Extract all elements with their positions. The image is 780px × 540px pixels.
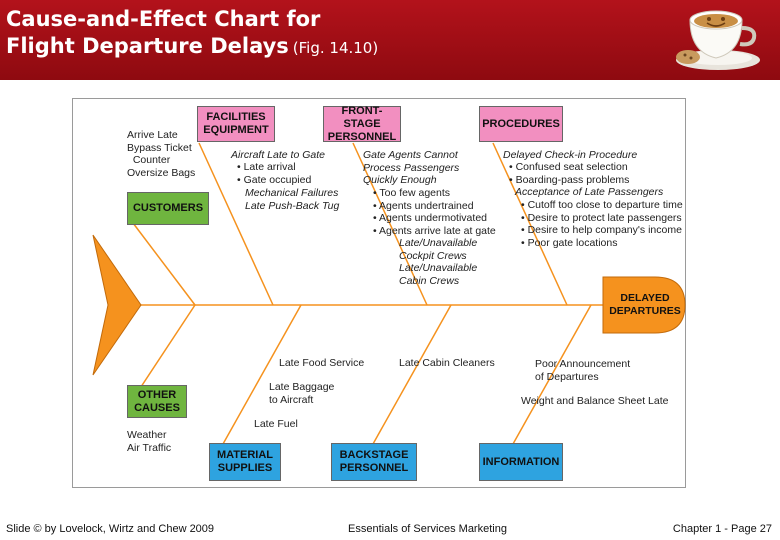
causes-customers: Arrive Late Bypass Ticket Counter Oversi… — [127, 129, 196, 179]
category-information: INFORMATION — [479, 443, 563, 481]
bone-backstage — [372, 304, 452, 445]
fishbone-skeleton — [92, 142, 686, 445]
category-other-causes: OTHER CAUSES — [127, 385, 187, 418]
cause-late-fuel: Late Fuel — [254, 418, 298, 430]
cause-late-cabin-cleaners: Late Cabin Cleaners — [399, 357, 495, 369]
category-customers: CUSTOMERS — [127, 192, 209, 225]
causes-late-passengers-items: • Cutoff too close to departure time • D… — [521, 199, 683, 249]
fish-head-shape — [602, 276, 686, 334]
cause-gate-agents: Gate Agents Cannot Process Passengers Qu… — [363, 149, 460, 186]
bone-material — [222, 304, 302, 445]
footer-course-title: Essentials of Services Marketing — [348, 523, 507, 535]
title-line-2: Flight Departure Delays — [6, 34, 289, 58]
effect-delayed-departures: DELAYED DEPARTURES — [609, 292, 681, 317]
cause-late-baggage: Late Baggage to Aircraft — [269, 381, 335, 406]
cause-poor-announcement: Poor Announcement of Departures — [535, 358, 631, 383]
bone-information — [512, 304, 592, 445]
footer-page-number: Chapter 1 - Page 27 — [672, 523, 772, 535]
category-material-supplies: MATERIAL SUPPLIES — [209, 443, 281, 481]
cause-late-passengers: Acceptance of Late Passengers — [515, 186, 664, 198]
slide-title: Cause-and-Effect Chart for Flight Depart… — [6, 6, 378, 62]
cause-aircraft-late: Aircraft Late to Gate — [231, 149, 325, 161]
cause-weight-balance-sheet: Weight and Balance Sheet Late — [521, 395, 669, 407]
causes-other: Weather Air Traffic — [127, 429, 172, 454]
cause-late-food-service: Late Food Service — [279, 357, 365, 369]
title-line-1: Cause-and-Effect Chart for — [6, 7, 321, 31]
category-facilities-equipment: FACILITIES EQUIPMENT — [197, 106, 275, 142]
bone-facilities — [198, 142, 274, 306]
title-bar: Cause-and-Effect Chart for Flight Depart… — [0, 0, 780, 80]
category-procedures: PROCEDURES — [479, 106, 563, 142]
causes-gate-agents-items: • Too few agents • Agents undertrained •… — [373, 187, 496, 237]
coffee-cup-icon — [676, 10, 760, 70]
bone-customers — [132, 222, 196, 306]
causes-aircraft-late-items: • Late arrival • Gate occupied — [237, 161, 312, 186]
figure-reference: (Fig. 14.10) — [292, 39, 379, 57]
fishbone-diagram: FACILITIES EQUIPMENT FRONT-STAGE PERSONN… — [72, 98, 686, 488]
footer-copyright: Slide © by Lovelock, Wirtz and Chew 2009 — [6, 523, 215, 535]
bone-procedures — [492, 142, 568, 306]
bone-other — [132, 304, 196, 400]
causes-facilities-other: Mechanical Failures Late Push-Back Tug — [245, 187, 340, 212]
bone-frontstage — [352, 142, 428, 306]
causes-checkin-items: • Confused seat selection • Boarding-pas… — [509, 161, 630, 186]
fish-tail-shape — [92, 234, 142, 376]
category-backstage-personnel: BACKSTAGE PERSONNEL — [331, 443, 417, 481]
category-front-stage-personnel: FRONT-STAGE PERSONNEL — [323, 105, 401, 143]
cause-delayed-checkin: Delayed Check-in Procedure — [503, 149, 638, 161]
causes-crews: Late/Unavailable Cockpit Crews Late/Unav… — [399, 237, 478, 287]
